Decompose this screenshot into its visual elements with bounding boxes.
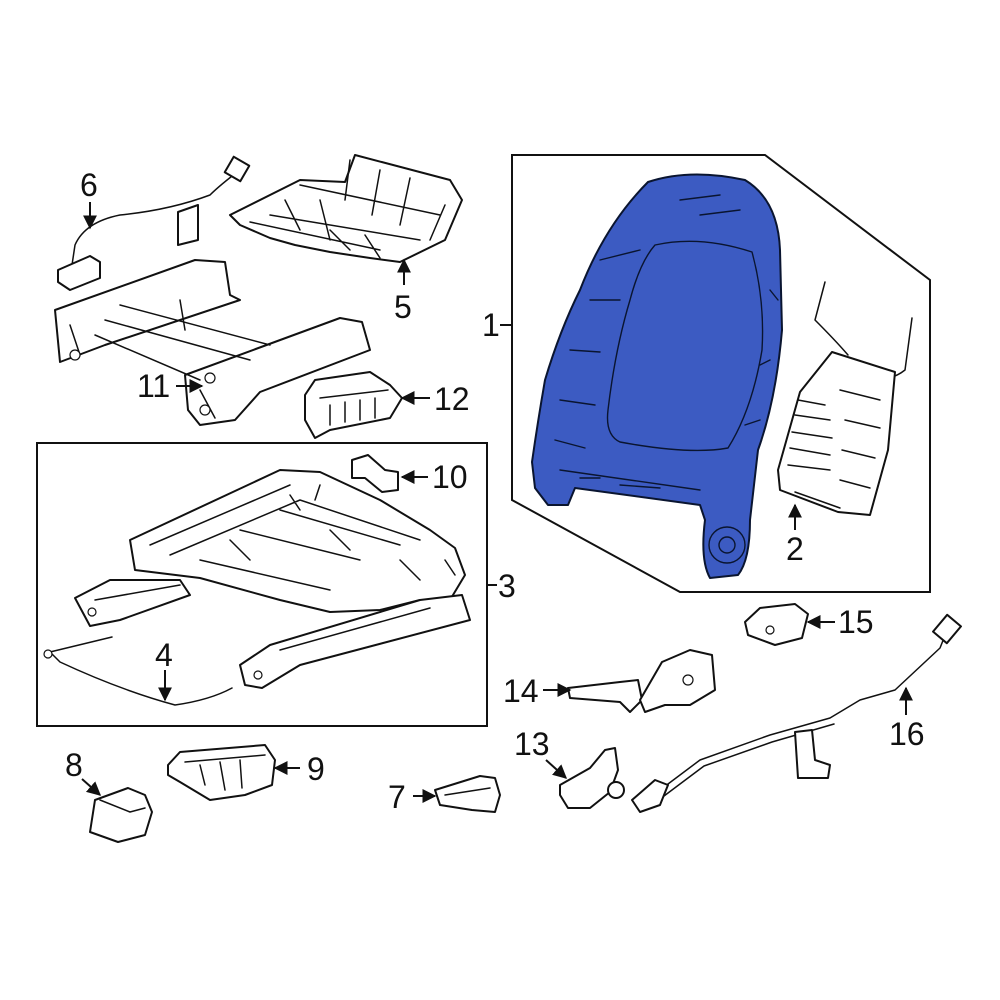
clip-part[interactable] bbox=[351, 454, 399, 493]
lumbar-slats bbox=[787, 389, 881, 509]
callout-13: 13 bbox=[514, 726, 550, 762]
lumbar-support-part[interactable] bbox=[777, 281, 913, 516]
leader-13 bbox=[545, 759, 568, 779]
seat-back-frame-ribs bbox=[554, 194, 779, 491]
cable-assembly-end bbox=[631, 779, 669, 813]
seat-back-group-frame bbox=[511, 154, 931, 593]
cable-end-left bbox=[43, 649, 53, 659]
release-lever-part[interactable] bbox=[567, 649, 716, 713]
seat-back-recliner-hub-inner bbox=[718, 536, 736, 554]
seat-back-frame-outer bbox=[531, 173, 783, 579]
handle-body bbox=[559, 747, 619, 809]
harness-connector-bottom bbox=[57, 255, 101, 291]
callout-9: 9 bbox=[307, 751, 325, 787]
seat-track-base-part[interactable] bbox=[54, 259, 371, 426]
release-lever-arm bbox=[567, 679, 643, 713]
track-base-hole-1 bbox=[69, 349, 81, 361]
cable-assembly-bracket bbox=[794, 729, 831, 779]
callout-10: 10 bbox=[432, 459, 468, 495]
seat-back-recliner-hub bbox=[708, 526, 746, 564]
lumbar-wire-left bbox=[814, 281, 849, 356]
seat-back-frame-inner-opening bbox=[606, 240, 764, 452]
track-base-rail-left bbox=[54, 259, 241, 363]
bracket-body bbox=[89, 787, 153, 843]
clip-body bbox=[351, 454, 399, 493]
callout-1: 1 bbox=[482, 307, 500, 343]
knob-cover-line bbox=[444, 787, 491, 796]
small-cover-part[interactable] bbox=[744, 603, 809, 646]
callout-4: 4 bbox=[155, 637, 173, 673]
bracket-part[interactable] bbox=[89, 787, 153, 843]
seat-pan-part[interactable] bbox=[229, 154, 463, 263]
cable-assembly-connector bbox=[932, 613, 962, 645]
callout-7: 7 bbox=[388, 779, 406, 815]
cable-part[interactable] bbox=[43, 636, 233, 706]
callout-15: 15 bbox=[838, 604, 874, 640]
trim-shield-part[interactable] bbox=[304, 371, 403, 439]
callout-8: 8 bbox=[65, 747, 83, 783]
side-cover-part[interactable] bbox=[167, 744, 276, 801]
cushion-track-hole-1 bbox=[87, 607, 97, 617]
lumbar-plate bbox=[777, 351, 896, 516]
callout-16: 16 bbox=[889, 716, 925, 752]
track-base-rail-right bbox=[184, 317, 371, 426]
trim-shield-ribs bbox=[319, 389, 389, 426]
track-base-cross-members bbox=[69, 299, 271, 419]
wiring-harness-part[interactable] bbox=[57, 155, 251, 291]
callout-14: 14 bbox=[503, 673, 539, 709]
small-cover-hole bbox=[765, 625, 775, 635]
bracket-step bbox=[99, 799, 146, 813]
callout-3: 3 bbox=[498, 568, 516, 604]
cable-line bbox=[49, 636, 233, 706]
seat-pan-ribs bbox=[249, 159, 446, 259]
seat-pan-body bbox=[229, 154, 463, 263]
leader-8 bbox=[81, 778, 102, 796]
cushion-track-right bbox=[239, 594, 471, 689]
cushion-track-slots bbox=[94, 584, 431, 651]
callout-2: 2 bbox=[786, 531, 804, 567]
cushion-track-hole-2 bbox=[253, 670, 263, 680]
seat-cushion-frame-part[interactable] bbox=[74, 469, 471, 689]
harness-connector-top bbox=[223, 155, 251, 183]
small-cover-body bbox=[744, 603, 809, 646]
callout-12: 12 bbox=[434, 381, 470, 417]
track-base-hole-2 bbox=[204, 372, 216, 384]
handle-pivot bbox=[607, 781, 625, 799]
trim-shield-body bbox=[304, 371, 403, 439]
cushion-track-left bbox=[74, 579, 191, 627]
seat-back-frame-part[interactable] bbox=[531, 173, 783, 579]
callout-11: 11 bbox=[137, 368, 170, 404]
cable-assembly-line bbox=[659, 627, 949, 791]
release-lever-bracket bbox=[639, 649, 716, 713]
side-cover-ribs bbox=[184, 754, 266, 791]
cushion-frame-details bbox=[149, 484, 456, 591]
callout-6: 6 bbox=[80, 167, 98, 203]
callout-5: 5 bbox=[394, 289, 412, 325]
harness-clip bbox=[177, 204, 199, 246]
cable-assembly-part[interactable] bbox=[631, 613, 962, 813]
knob-cover-part[interactable] bbox=[434, 775, 501, 813]
track-base-hole-3 bbox=[199, 404, 211, 416]
handle-part[interactable] bbox=[559, 747, 625, 809]
knob-cover-body bbox=[434, 775, 501, 813]
release-lever-hole bbox=[682, 674, 694, 686]
